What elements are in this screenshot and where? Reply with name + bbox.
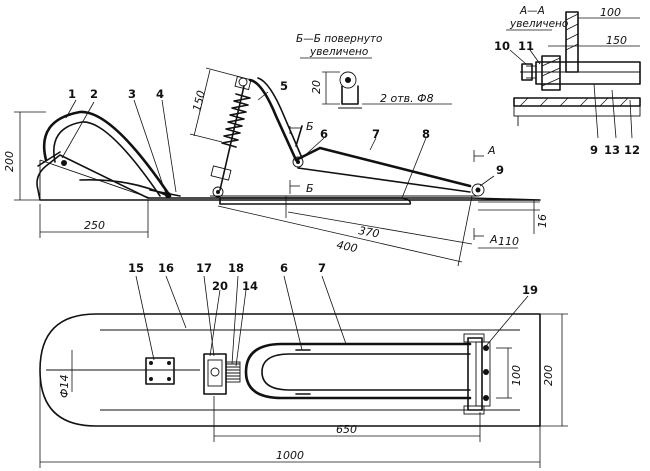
callout-18: 18 xyxy=(228,261,244,275)
section-bb-subtitle: увеличено xyxy=(309,46,368,58)
dim-200-side: 200 xyxy=(3,151,16,172)
arm-pivot-6 xyxy=(292,156,304,168)
callout-8: 8 xyxy=(422,127,430,141)
bb-bushing xyxy=(339,71,357,89)
callout-5: 5 xyxy=(280,79,288,93)
callout-9b: 9 xyxy=(590,143,598,157)
callout-16: 16 xyxy=(158,261,174,275)
mid-pivot xyxy=(165,192,171,198)
aa-hub xyxy=(541,55,561,91)
callout-19: 19 xyxy=(522,283,538,297)
dim-100-top: 100 xyxy=(600,6,621,19)
shock-absorber xyxy=(210,75,252,198)
callout-10: 10 xyxy=(494,39,510,53)
dim-400: 400 xyxy=(335,238,358,255)
dim-400-line xyxy=(217,205,463,263)
callout-2: 2 xyxy=(90,87,98,101)
ski-runner-side xyxy=(36,154,541,201)
callout-1: 1 xyxy=(68,87,76,101)
dim-370-line xyxy=(287,211,473,245)
front-strap xyxy=(79,179,181,197)
dim-14: Ф14 xyxy=(58,375,71,398)
aa-nut xyxy=(521,63,533,81)
ski-tip-top xyxy=(37,151,61,167)
ski-plan-edges xyxy=(100,329,520,411)
callout-11: 11 xyxy=(518,39,534,53)
callout-7: 7 xyxy=(372,127,380,141)
dim-650: 650 xyxy=(336,423,357,436)
dim-110: 110 xyxy=(498,235,519,248)
lower-rail-8 xyxy=(219,197,412,205)
dim-200-plan: 200 xyxy=(542,365,555,386)
side-view: 1 2 3 4 5 6 7 8 9 Б Б А А 200 250 xyxy=(3,67,549,267)
section-aa-subtitle: увеличено xyxy=(509,18,568,30)
dim-150-tilt-line xyxy=(193,69,211,137)
section-a-label-top: А xyxy=(487,144,496,157)
aa-axle xyxy=(535,61,641,85)
rear-bracket-19 xyxy=(467,337,483,411)
section-b-label-top: Б xyxy=(306,120,314,133)
dim-20: 20 xyxy=(310,80,323,94)
section-bb-title: Б—Б повернуто xyxy=(296,33,382,45)
callout-3: 3 xyxy=(128,87,136,101)
callout-15: 15 xyxy=(128,261,144,275)
dim-250: 250 xyxy=(84,219,105,232)
side-leaders xyxy=(61,91,495,199)
section-aa-detail: А—А увеличено 100 150 xyxy=(494,5,641,157)
callout-20: 20 xyxy=(212,279,228,293)
dim-150-tilt: 150 xyxy=(190,89,208,113)
callout-9: 9 xyxy=(496,163,504,177)
callout-12: 12 xyxy=(624,143,640,157)
seat-lever xyxy=(248,78,298,162)
section-bb-detail: Б—Б повернуто увеличено 20 2 отв. Ф8 xyxy=(296,33,452,109)
dim-100-plan: 100 xyxy=(510,365,523,386)
bb-bracket xyxy=(341,85,359,105)
callout-4: 4 xyxy=(156,87,164,101)
section-aa-title: А—А xyxy=(519,5,545,17)
callout-7b: 7 xyxy=(318,261,326,275)
ski-tip-wedge xyxy=(39,159,151,200)
plate-15 xyxy=(145,357,175,385)
plan-view: 15 16 17 18 20 14 6 7 19 Ф14 100 200 650… xyxy=(39,261,568,468)
callout-6b: 6 xyxy=(280,261,288,275)
dim-1000: 1000 xyxy=(276,449,304,462)
bb-holes-label: 2 отв. Ф8 xyxy=(380,92,434,105)
section-a-label-bottom: А xyxy=(489,233,498,246)
callout-14: 14 xyxy=(242,279,258,293)
dim-370: 370 xyxy=(357,224,380,240)
frame-7-plan xyxy=(244,342,472,400)
callout-6: 6 xyxy=(320,127,328,141)
front-handle-inner xyxy=(53,121,161,197)
callout-17: 17 xyxy=(196,261,212,275)
callout-13: 13 xyxy=(604,143,620,157)
dim-16: 16 xyxy=(536,214,549,228)
front-handle-bow xyxy=(42,110,172,198)
section-b-label-bottom: Б xyxy=(306,182,314,195)
dim-150-top: 150 xyxy=(606,34,627,47)
front-pivot xyxy=(61,160,67,166)
spring-14 xyxy=(225,361,241,383)
